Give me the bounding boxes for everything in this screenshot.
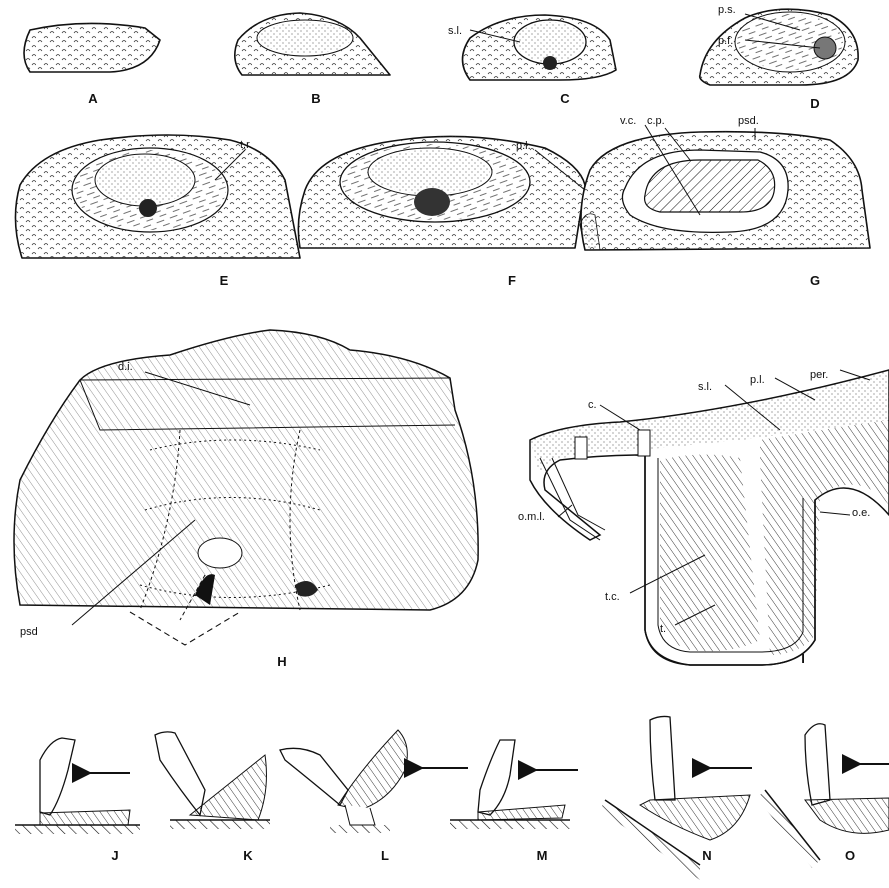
panel-c	[463, 15, 617, 80]
panel-g	[580, 125, 870, 250]
panel-d	[700, 9, 858, 85]
panel-label-o: O	[845, 848, 855, 863]
panel-h	[14, 330, 478, 645]
abbr-pl-f: p.l.	[516, 140, 531, 152]
panel-label-g: G	[810, 273, 820, 288]
panel-label-c: C	[560, 91, 570, 106]
abbr-sl-i: s.l.	[698, 381, 712, 393]
abbr-c: c.	[588, 399, 597, 411]
leader-oe	[820, 512, 850, 515]
panel-label-i: I	[801, 651, 805, 666]
abbr-psd-g: psd.	[738, 115, 759, 127]
panel-label-d: D	[810, 96, 819, 111]
panel-label-e: E	[220, 273, 229, 288]
panel-label-n: N	[702, 848, 711, 863]
panel-f	[298, 136, 585, 248]
abbr-t: t.	[660, 623, 666, 635]
abbr-tr: t.r.	[240, 139, 252, 151]
abbr-oml: o.m.l.	[518, 511, 545, 523]
abbr-vc: v.c.	[620, 115, 636, 127]
abbr-pf: p.f.	[718, 35, 733, 47]
abbr-per: per.	[810, 369, 828, 381]
abbr-pl-i: p.l.	[750, 374, 765, 386]
panel-k	[155, 732, 270, 829]
panel-label-f: F	[508, 273, 516, 288]
panel-label-k: K	[243, 848, 253, 863]
panel-e	[15, 135, 300, 258]
panel-i	[530, 370, 889, 665]
panel-m	[450, 740, 578, 829]
abbr-di: d.i.	[118, 361, 133, 373]
abbr-cp: c.p.	[647, 115, 665, 127]
panel-l	[280, 730, 468, 833]
panel-b	[235, 13, 390, 75]
panel-label-h: H	[277, 654, 286, 669]
panel-a	[24, 23, 160, 72]
panel-label-m: M	[537, 848, 548, 863]
abbr-sl-c: s.l.	[448, 25, 462, 37]
abbr-psd-h: psd	[20, 626, 38, 638]
abbr-tc: t.c.	[605, 591, 620, 603]
panel-j	[15, 738, 140, 834]
abbr-oe: o.e.	[852, 507, 870, 519]
panel-label-l: L	[381, 848, 389, 863]
panel-o	[757, 724, 889, 868]
abbr-ps: p.s.	[718, 4, 736, 16]
panel-label-b: B	[311, 91, 320, 106]
panel-label-a: A	[88, 91, 98, 106]
panel-label-j: J	[111, 848, 118, 863]
panel-n	[600, 716, 752, 880]
